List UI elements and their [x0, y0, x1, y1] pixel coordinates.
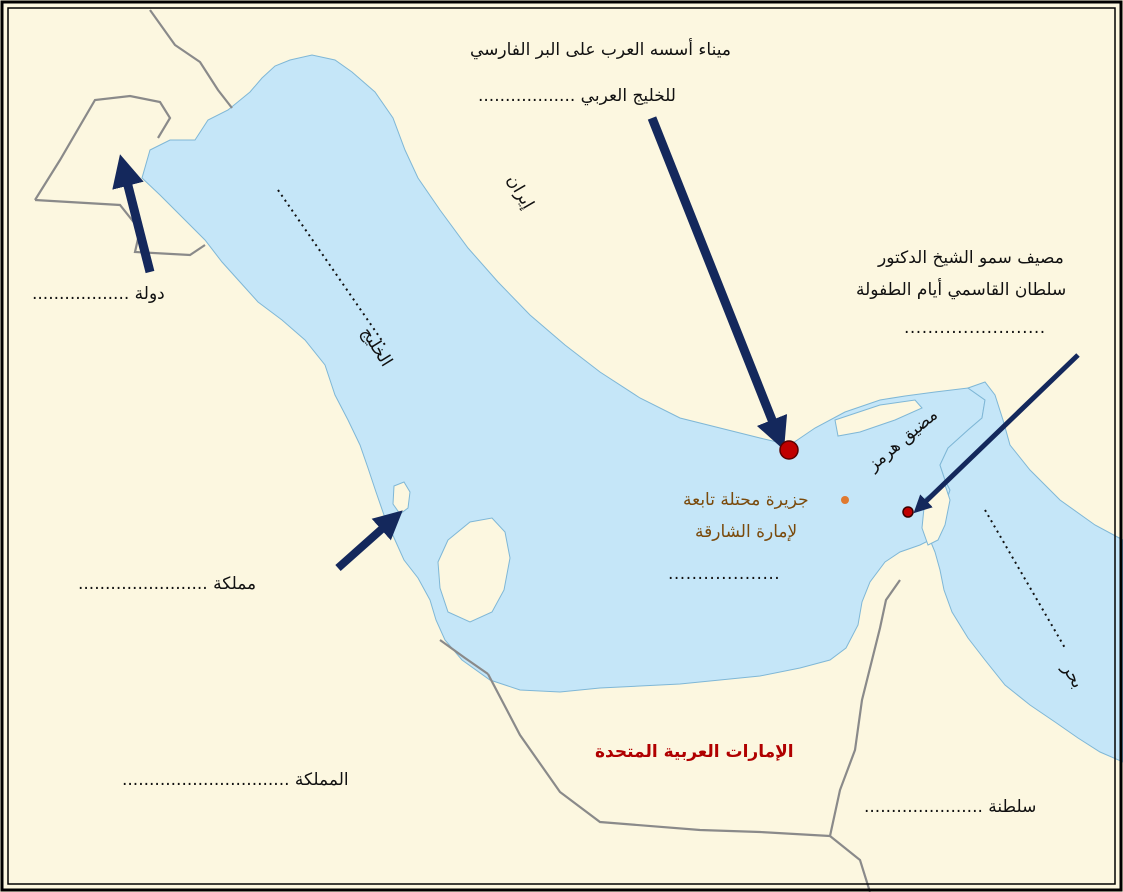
arrows	[112, 116, 1080, 571]
port-label-line2: للخليج العربي ..................	[478, 86, 676, 106]
island-label-line1: جزيرة محتلة تابعة	[683, 490, 809, 510]
port-marker	[779, 440, 799, 460]
sea-name-dotted-guide	[984, 509, 1066, 649]
retreat-marker	[902, 506, 914, 518]
retreat-label-line1: مصيف سمو الشيخ الدكتور	[878, 248, 1064, 268]
oman-label: سلطنة ......................	[864, 797, 1037, 817]
arrow-to-kuwait	[112, 154, 155, 274]
qeshm-island	[834, 399, 923, 437]
arrow-to-retreat	[913, 353, 1080, 514]
border-saudi-uae	[487, 673, 831, 838]
island-label-line2: لإمارة الشارقة	[695, 522, 798, 542]
retreat-label-line2: سلطان القاسمي أيام الطفولة	[856, 280, 1067, 300]
qatar-peninsula	[437, 517, 511, 623]
arrow-to-port	[647, 116, 788, 451]
border-qatar-saudi	[439, 639, 489, 675]
border-oman-south	[829, 835, 872, 892]
gulf-of-oman-water	[929, 381, 1123, 763]
kuwait-label: دولة ..................	[32, 284, 165, 304]
arrow-to-bahrain	[335, 510, 403, 571]
port-label-line1: ميناء أسسه العرب على البر الفارسي	[470, 40, 731, 60]
island-marker	[841, 496, 849, 504]
bahrain-label: مملكة ........................	[78, 574, 257, 594]
retreat-label-line3: ........................	[904, 318, 1046, 338]
gulf-name-dotted-guide	[277, 189, 386, 346]
island-label-line3: ...................	[668, 564, 781, 584]
saudi-label: المملكة ...............................	[122, 770, 349, 790]
uae-label: الإمارات العربية المتحدة	[595, 742, 794, 762]
border-uae-oman	[828, 579, 901, 837]
bahrain-island	[392, 481, 411, 515]
inner-frame	[7, 7, 1116, 885]
border-iraq-iran	[149, 9, 233, 109]
border-kuwait-iraq	[34, 94, 172, 201]
